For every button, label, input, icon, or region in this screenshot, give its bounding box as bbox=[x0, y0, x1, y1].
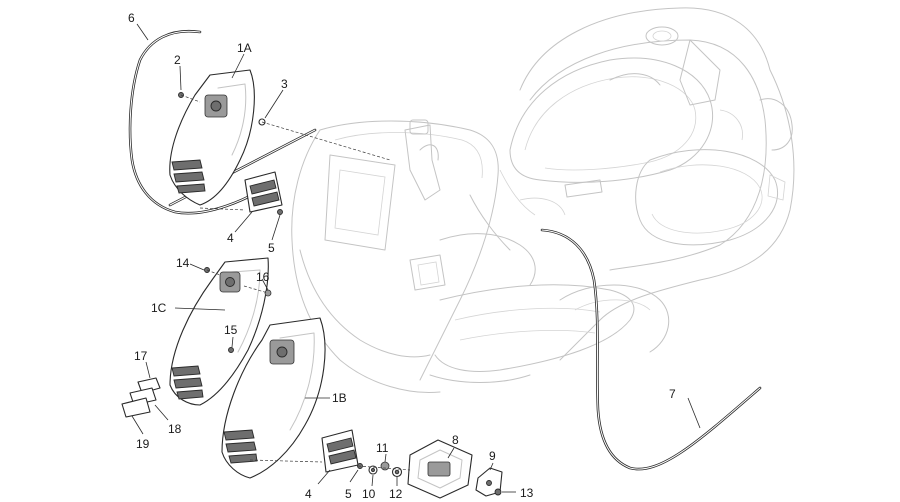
insert-17 bbox=[137, 377, 161, 394]
trim-strip-7 bbox=[540, 228, 762, 471]
grille-4-upper bbox=[244, 171, 283, 213]
callout-11: 11 bbox=[376, 441, 389, 455]
callout-16: 16 bbox=[256, 270, 270, 284]
callout-5-lower: 5 bbox=[345, 487, 352, 501]
callout-12: 12 bbox=[389, 487, 403, 501]
callout-17: 17 bbox=[134, 349, 148, 363]
horn-cover-1B bbox=[221, 317, 326, 479]
grille-4-lower bbox=[321, 429, 359, 473]
side-cover-1C bbox=[169, 257, 269, 406]
assembly-lines bbox=[180, 94, 411, 471]
horn-cover-1A bbox=[169, 69, 255, 206]
callout-5-upper: 5 bbox=[268, 241, 275, 255]
bracket-8 bbox=[407, 439, 473, 499]
callout-18: 18 bbox=[168, 422, 182, 436]
callout-13: 13 bbox=[520, 486, 534, 500]
callout-2: 2 bbox=[174, 53, 181, 67]
washer-12 bbox=[391, 466, 403, 478]
callout-1C: 1C bbox=[151, 301, 167, 315]
callout-8: 8 bbox=[452, 433, 459, 447]
callout-10: 10 bbox=[362, 487, 376, 501]
insert-19 bbox=[121, 397, 151, 418]
screw-13 bbox=[494, 488, 502, 496]
clip-16 bbox=[264, 289, 272, 297]
callout-4-lower: 4 bbox=[305, 487, 312, 501]
callout-19: 19 bbox=[136, 437, 150, 451]
leader-lines bbox=[131, 23, 701, 493]
callout-14: 14 bbox=[176, 256, 190, 270]
callout-9: 9 bbox=[489, 449, 496, 463]
callout-7: 7 bbox=[669, 387, 676, 401]
washer-10 bbox=[368, 465, 378, 475]
clip-5-upper bbox=[277, 209, 283, 215]
callout-15: 15 bbox=[224, 323, 238, 337]
callout-labels: 6 2 1A 3 4 5 14 16 1C 15 17 18 19 1B 7 1… bbox=[128, 11, 676, 501]
nut-11 bbox=[380, 461, 390, 471]
callout-1A: 1A bbox=[237, 41, 252, 55]
callout-1B: 1B bbox=[332, 391, 347, 405]
callout-4-upper: 4 bbox=[227, 231, 234, 245]
scooter-body-outline bbox=[291, 7, 795, 393]
callout-3: 3 bbox=[281, 77, 288, 91]
screw-15 bbox=[228, 347, 234, 353]
callout-6: 6 bbox=[128, 11, 135, 25]
